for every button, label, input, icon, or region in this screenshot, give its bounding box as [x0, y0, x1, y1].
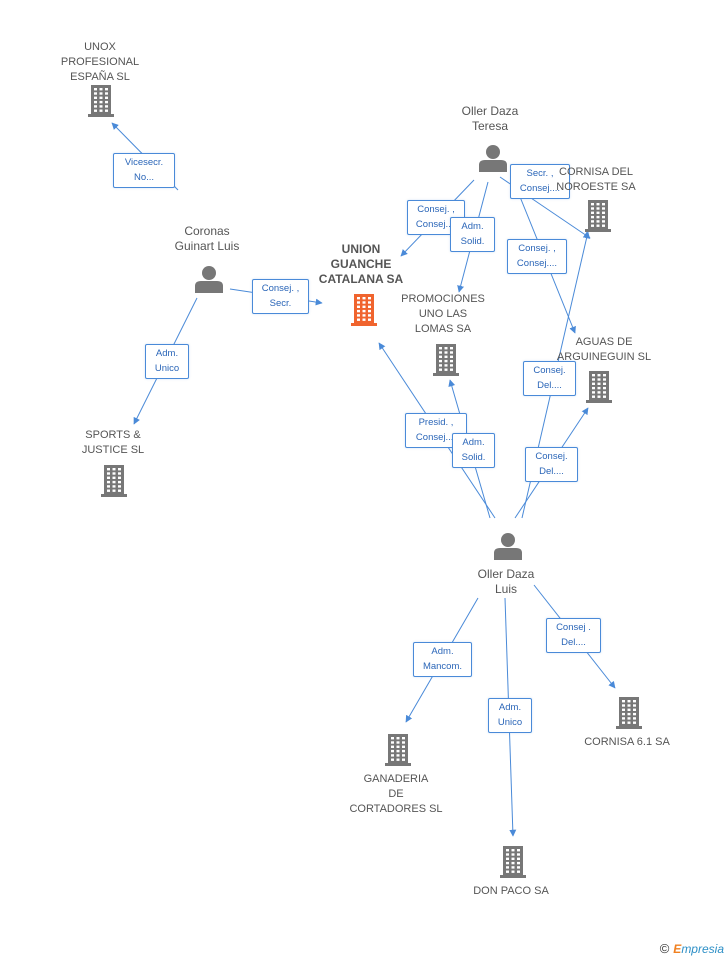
- edge-role-label[interactable]: Consej. Del....: [525, 447, 578, 482]
- edge-role-label[interactable]: Adm. Unico: [145, 344, 189, 379]
- edge-role-label[interactable]: Adm. Solid.: [452, 433, 495, 468]
- company-building-icon[interactable]: [586, 371, 612, 403]
- company-building-icon[interactable]: [88, 85, 114, 117]
- edge-role-label[interactable]: Consej . Del....: [546, 618, 601, 653]
- edge-role-label[interactable]: Consej. , Consej....: [507, 239, 567, 274]
- company-building-icon[interactable]: [500, 846, 526, 878]
- node-label-teresa[interactable]: Oller Daza Teresa: [461, 104, 519, 133]
- empresia-logo-initial: E: [673, 942, 682, 956]
- edge-role-label[interactable]: Vicesecr. No...: [113, 153, 175, 188]
- edge-role-label[interactable]: Presid. , Consej....: [405, 413, 467, 448]
- node-label-coronas[interactable]: Coronas Guinart Luis: [174, 224, 240, 253]
- edge-role-label[interactable]: Consej. , Secr.: [252, 279, 309, 314]
- company-building-icon[interactable]: [616, 697, 642, 729]
- person-icon[interactable]: [195, 266, 223, 293]
- node-label-cornisa61[interactable]: CORNISA 6.1 SA: [584, 736, 670, 748]
- company-building-icon[interactable]: [385, 734, 411, 766]
- person-icon[interactable]: [479, 145, 507, 172]
- person-icon[interactable]: [494, 533, 522, 560]
- node-label-aguas[interactable]: AGUAS DE ARGUINEGUIN SL: [556, 336, 652, 363]
- node-label-unox[interactable]: UNOX PROFESIONAL ESPAÑA SL: [60, 41, 140, 83]
- edge-role-label[interactable]: Adm. Solid.: [450, 217, 495, 252]
- node-label-sports[interactable]: SPORTS & JUSTICE SL: [81, 429, 145, 456]
- company-building-icon[interactable]: [433, 344, 459, 376]
- main-company-building-icon[interactable]: [351, 294, 377, 326]
- edge-role-label[interactable]: Secr. , Consej....: [510, 164, 570, 199]
- edge-role-label[interactable]: Consej. Del....: [523, 361, 576, 396]
- node-label-cornisa-noroeste[interactable]: CORNISA DEL NOROESTE SA: [556, 166, 636, 193]
- node-label-promociones[interactable]: PROMOCIONES UNO LAS LOMAS SA: [401, 293, 485, 335]
- empresia-credit[interactable]: ©Empresia: [660, 941, 724, 956]
- edge-role-label[interactable]: Adm. Unico: [488, 698, 532, 733]
- company-building-icon[interactable]: [585, 200, 611, 232]
- empresia-logo-text: mpresia: [681, 942, 724, 956]
- node-label-donpaco[interactable]: DON PACO SA: [473, 885, 549, 897]
- company-building-icon[interactable]: [101, 465, 127, 497]
- node-label-ganaderia[interactable]: GANADERIA DE CORTADORES SL: [349, 773, 443, 815]
- edge-role-label[interactable]: Adm. Mancom.: [413, 642, 472, 677]
- copyright-symbol: ©: [659, 941, 670, 956]
- node-label-luis[interactable]: Oller Daza Luis: [477, 567, 535, 596]
- node-label-union[interactable]: UNION GUANCHE CATALANA SA: [318, 242, 404, 286]
